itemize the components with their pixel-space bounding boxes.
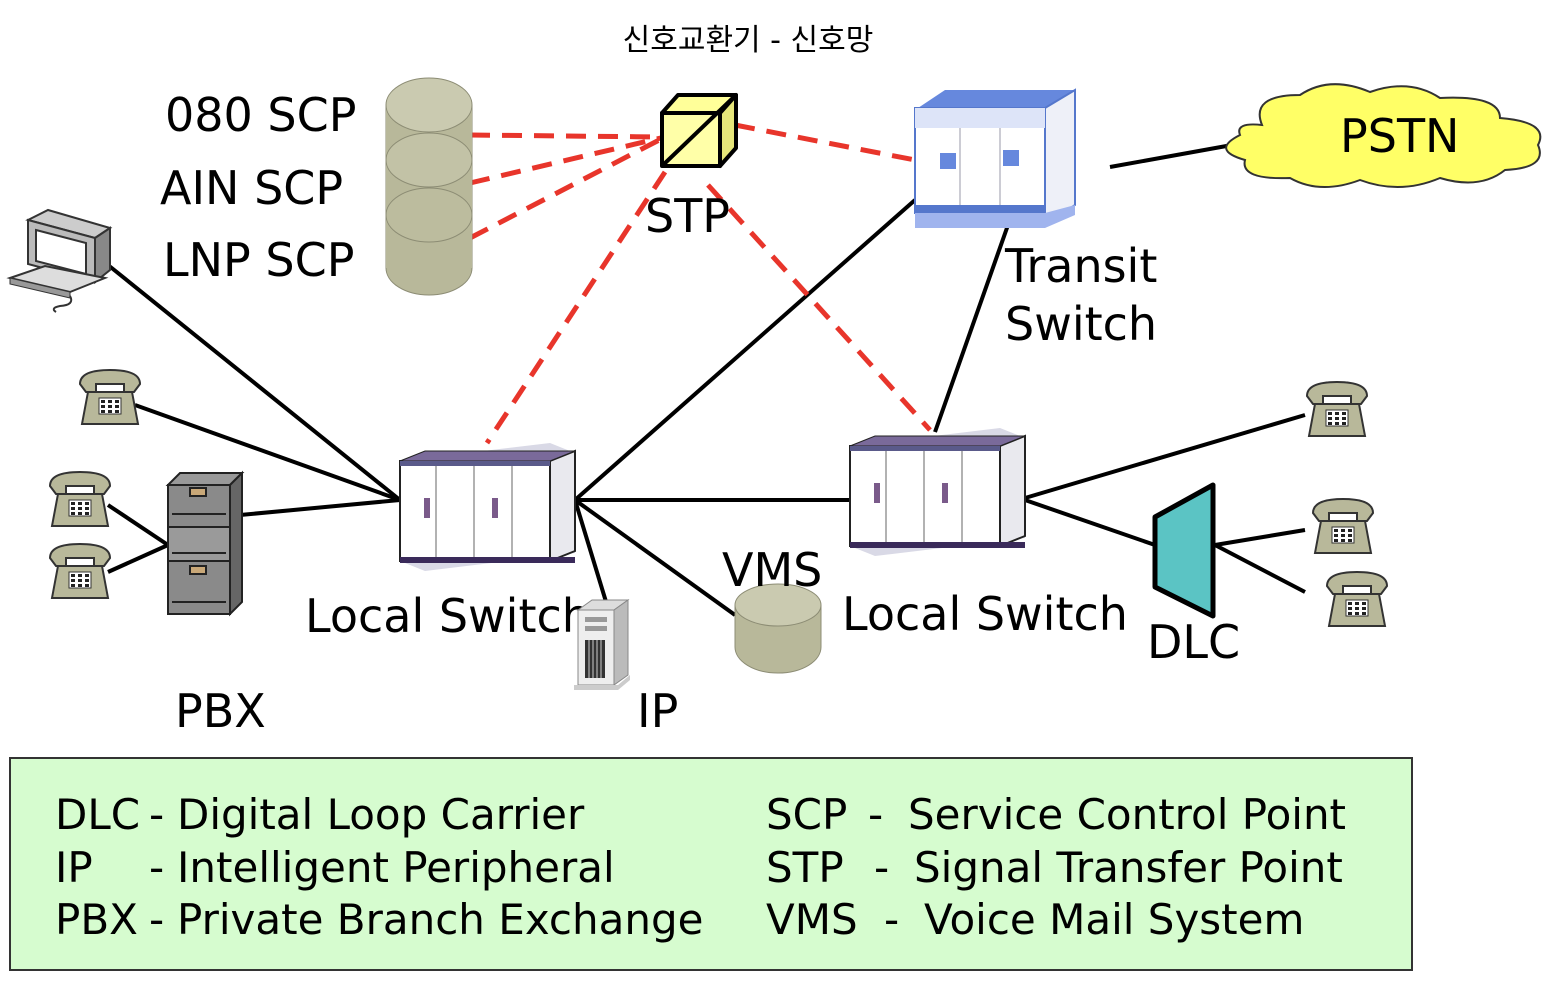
diagram-title: 신호교환기 - 신호망 xyxy=(623,23,874,58)
pbx-icon xyxy=(165,470,245,617)
legend-text: Digital Loop Carrier xyxy=(177,790,585,839)
telephone-icon xyxy=(1326,571,1388,627)
vms-database-icon xyxy=(734,583,822,674)
scp-ain-label: AIN SCP xyxy=(160,161,343,215)
dlc-label: DLC xyxy=(1147,615,1240,669)
pbx-label: PBX xyxy=(175,684,266,738)
telephone-icon xyxy=(79,369,141,425)
telephone-icon xyxy=(1312,498,1374,554)
legend-text: Private Branch Exchange xyxy=(177,895,704,944)
transit-switch-icon xyxy=(914,88,1076,228)
legend-dash: - xyxy=(884,895,900,944)
pstn-cloud-icon xyxy=(1225,83,1542,189)
legend-box: DLC - Digital Loop Carrier IP - Intellig… xyxy=(9,757,1413,971)
scp-database-icon xyxy=(385,77,473,296)
legend-text: Signal Transfer Point xyxy=(914,843,1343,892)
server-icon xyxy=(574,599,630,690)
vms-label: VMS xyxy=(722,543,822,597)
legend-text: Service Control Point xyxy=(908,790,1347,839)
local-switch-left-label: Local Switch xyxy=(305,589,591,643)
legend-dash: - xyxy=(868,790,884,839)
legend-dash: - xyxy=(874,843,890,892)
legend-dash: - xyxy=(149,790,165,839)
scp-080-label: 080 SCP xyxy=(165,88,356,142)
legend-abbr: SCP xyxy=(766,790,848,839)
ip-label: IP xyxy=(637,684,678,738)
transit-switch-label-1: Transit xyxy=(1004,239,1157,293)
legend-dash: - xyxy=(149,895,165,944)
computer-icon xyxy=(6,208,113,313)
local-switch-right-label: Local Switch xyxy=(842,587,1128,641)
trunk-lines xyxy=(106,143,1306,617)
legend-abbr: DLC xyxy=(55,790,141,839)
legend-abbr: STP xyxy=(766,843,844,892)
stp-cube-icon xyxy=(660,93,738,168)
legend-abbr: PBX xyxy=(55,895,138,944)
pstn-label: PSTN xyxy=(1340,109,1459,163)
transit-switch-label-2: Switch xyxy=(1005,297,1157,351)
legend-abbr: IP xyxy=(55,843,93,892)
scp-lnp-label: LNP SCP xyxy=(163,233,354,287)
local-switch-left-icon xyxy=(399,442,576,572)
telephone-icon xyxy=(1306,381,1368,437)
signaling-links xyxy=(468,122,932,445)
local-switch-right-icon xyxy=(849,427,1026,557)
legend-dash: - xyxy=(149,843,165,892)
stp-label: STP xyxy=(645,189,730,243)
telephone-icon xyxy=(49,543,111,599)
telephone-icon xyxy=(49,471,111,527)
legend-text: Voice Mail System xyxy=(924,895,1305,944)
legend-abbr: VMS xyxy=(766,895,858,944)
dlc-icon xyxy=(1152,482,1216,619)
legend-text: Intelligent Peripheral xyxy=(177,843,615,892)
